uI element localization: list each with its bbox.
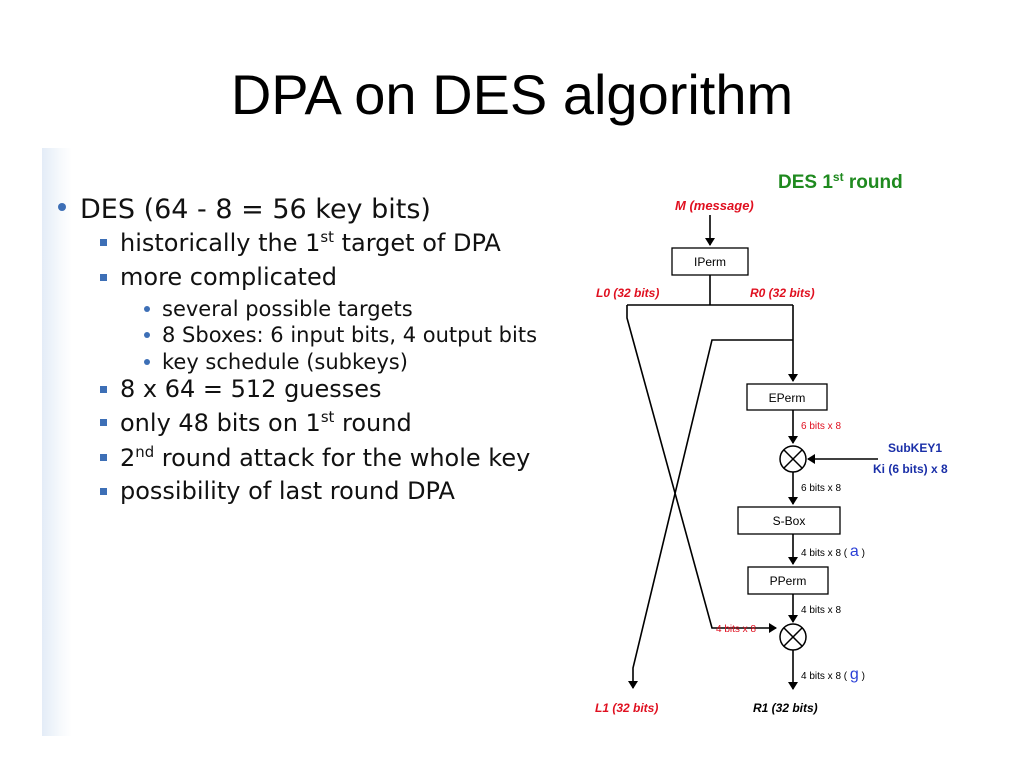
l0-bits-label: 4 bits x 8 <box>716 624 756 635</box>
pperm-box <box>747 566 829 595</box>
l0-label: L0 (32 bits) <box>596 286 659 300</box>
pperm-label: PPerm <box>770 574 807 588</box>
bullet-square-icon <box>100 239 107 247</box>
bullet-historical-target: historically the 1st target of DPA <box>58 228 537 258</box>
xor-icon <box>779 445 807 473</box>
eperm-bits-label: 6 bits x 8 <box>801 421 841 432</box>
r0-cross-path <box>628 339 793 689</box>
message-label: M (message) <box>675 198 754 213</box>
iperm-box <box>671 247 749 276</box>
bullet-more-complicated: more complicated <box>58 263 537 292</box>
bullet-square-icon <box>100 488 107 496</box>
bullet-dot-icon <box>144 332 150 339</box>
sbox-label: S-Box <box>773 514 806 528</box>
bullet-square-icon <box>100 453 107 461</box>
xor-icon <box>779 623 807 651</box>
bullet-second-round: 2nd round attack for the whole key <box>58 443 537 473</box>
r1-label: R1 (32 bits) <box>753 701 818 715</box>
bullet-square-icon <box>100 273 107 281</box>
bullet-dot-icon <box>144 358 150 365</box>
bullet-last-round: possibility of last round DPA <box>58 478 537 506</box>
iperm-label: IPerm <box>694 255 726 269</box>
r0-label: R0 (32 bits) <box>750 286 815 300</box>
bullet-des-key-bits: DES (64 - 8 = 56 key bits) <box>58 194 537 225</box>
bullet-guesses: 8 x 64 = 512 guesses <box>58 375 537 404</box>
l1-label: L1 (32 bits) <box>595 701 658 715</box>
diagram-header: DES 1st round <box>778 170 903 193</box>
sbox-bits-label: 4 bits x 8 ( a ) <box>801 543 865 560</box>
bullet-dot-icon <box>58 203 66 211</box>
bullet-sboxes: 8 Sboxes: 6 input bits, 4 output bits <box>58 323 537 347</box>
bullet-dot-icon <box>144 306 150 313</box>
xor2-bits-label: 4 bits x 8 ( g ) <box>801 666 865 683</box>
bullet-possible-targets: several possible targets <box>58 297 537 321</box>
subkey-label: SubKEY1 <box>888 441 942 455</box>
l0-cross-path <box>626 305 777 633</box>
bullet-square-icon <box>100 385 107 393</box>
slide-title: DPA on DES algorithm <box>230 63 794 126</box>
sbox-box <box>737 506 841 535</box>
des-round-diagram: DES 1st round M (message) IPerm L0 (32 b… <box>595 170 948 715</box>
subkey-size-label: Ki (6 bits) x 8 <box>873 462 948 476</box>
bullet-48-bits: only 48 bits on 1st round <box>58 409 537 438</box>
eperm-label: EPerm <box>769 391 806 405</box>
bullet-list: DES (64 - 8 = 56 key bits) historically … <box>58 194 537 512</box>
xor-bits-label: 6 bits x 8 <box>801 483 841 494</box>
bullet-square-icon <box>100 419 107 427</box>
eperm-box <box>746 383 828 411</box>
bullet-key-schedule: key schedule (subkeys) <box>58 350 537 374</box>
left-accent-bar <box>42 148 72 736</box>
pperm-bits-label: 4 bits x 8 <box>801 605 841 616</box>
